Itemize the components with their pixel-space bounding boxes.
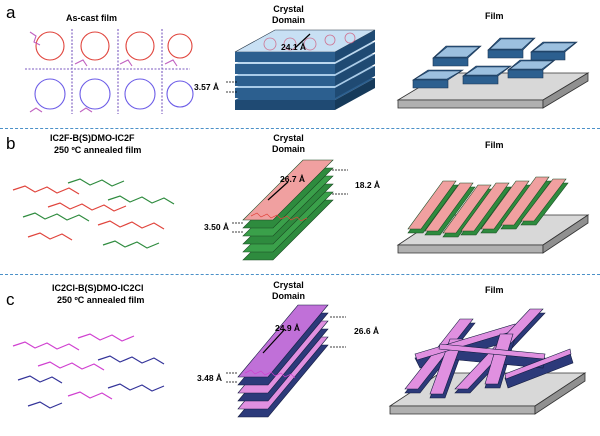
panel-c-molecular-chains bbox=[12, 333, 165, 409]
panel-b-film bbox=[396, 176, 590, 254]
panel-label-b: b bbox=[6, 134, 16, 153]
panel-label-c: c bbox=[6, 290, 15, 309]
panel-a-crystal-stack bbox=[234, 29, 376, 110]
panel-label-a: a bbox=[6, 3, 16, 22]
panel-divider-1 bbox=[0, 128, 600, 129]
panel-c-stacking-marker bbox=[226, 372, 238, 383]
panel-c-film-title: Film bbox=[485, 285, 504, 295]
panel-b-dim-stacking: 3.50 Å bbox=[204, 222, 230, 232]
panel-c-molecule-title-2: 250 ºC annealed film bbox=[57, 295, 145, 305]
panel-c-dim-lamellar: 26.6 Å bbox=[354, 326, 380, 336]
panel-b-stacking-marker bbox=[232, 222, 244, 233]
panel-c-molecule-title-1: IC2Cl-B(S)DMO-IC2Cl bbox=[52, 283, 144, 293]
panel-c-dim-stacking: 3.48 Å bbox=[197, 373, 223, 383]
panel-b-dim-lamellar: 18.2 Å bbox=[355, 180, 381, 190]
panel-b-lamellar-marker bbox=[332, 169, 348, 195]
panel-b-molecule-title-1: IC2F-B(S)DMO-IC2F bbox=[50, 133, 135, 143]
panel-c-lamellar-marker bbox=[330, 316, 346, 348]
panel-b-molecular-chains bbox=[12, 178, 175, 249]
panel-c-crystal-stack bbox=[237, 304, 329, 418]
panel-b-crystal-stack bbox=[242, 159, 334, 261]
panel-c-crystal-title: Crystal Domain bbox=[272, 280, 306, 301]
panel-a-molecule-title: As-cast film bbox=[66, 13, 118, 23]
panel-b-crystal-title: Crystal Domain bbox=[272, 133, 306, 154]
panel-b-dim-length: 26.7 Å bbox=[280, 174, 306, 184]
panel-a-stacking-marker bbox=[226, 81, 238, 93]
panel-a-crystal-title: Crystal Domain bbox=[272, 4, 306, 25]
panel-a-dim-stacking: 3.57 Å bbox=[194, 82, 220, 92]
panel-a-film bbox=[396, 37, 590, 109]
panel-b-molecule-title-2: 250 ºC annealed film bbox=[54, 145, 142, 155]
panel-a-dim-ring: 24.1 Å bbox=[281, 42, 307, 52]
panel-c-dim-length: 24.9 Å bbox=[275, 323, 301, 333]
panel-c-film bbox=[388, 308, 587, 415]
panel-a-film-title: Film bbox=[485, 11, 504, 21]
panel-a-molecular-network bbox=[25, 29, 194, 114]
panel-b-film-title: Film bbox=[485, 140, 504, 150]
panel-divider-2 bbox=[0, 274, 600, 275]
